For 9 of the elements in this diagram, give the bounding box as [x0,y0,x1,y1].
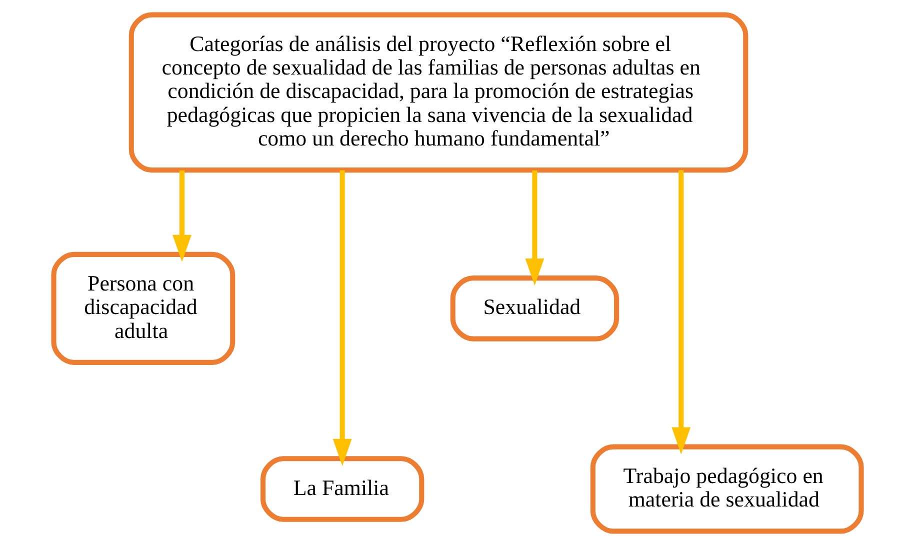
node-box: Categorías de análisis del proyecto “Reflexión sobre el concepto de sexualidad de las familias de personas adultas en condición de discapacidad, para la promoción de estrategias pedagógicas que propicien la sana vivencia de la sexualidad como un derecho humano fundamental” [128,12,748,173]
arrow [172,170,192,262]
arrow [525,170,544,286]
arrow [332,170,352,466]
node-box: Trabajo pedagógico en materia de sexualidad [590,444,864,534]
node-box: La Familia [260,456,424,522]
arrow [672,170,691,454]
node-box: Sexualidad [450,276,620,342]
node-box: Persona con discapacidad adulta [51,252,236,365]
